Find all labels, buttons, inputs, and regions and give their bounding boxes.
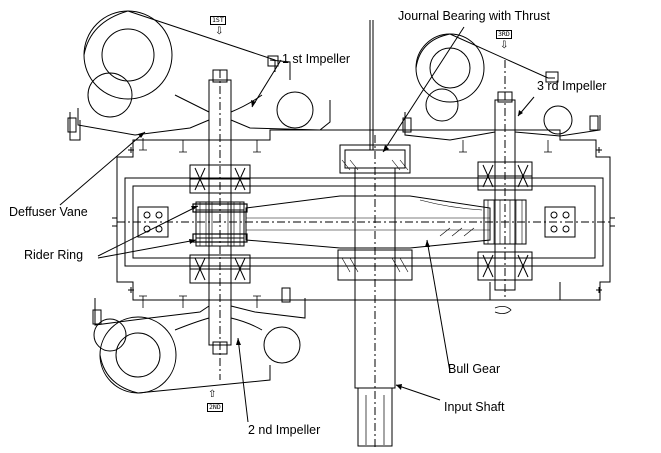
label-third-impeller: 3 rd Impeller	[537, 79, 607, 93]
gear-casing	[112, 129, 615, 314]
first-stage-tag: 1ST	[210, 16, 226, 25]
left-bolt-block	[137, 206, 169, 238]
second-stage-flow-arrow: ⇧	[208, 389, 217, 400]
first-stage-flow-arrow: ⇩	[215, 26, 224, 37]
leader-lines	[59, 26, 535, 423]
leader-bull-gear	[426, 239, 451, 373]
leader-input-shaft	[395, 384, 441, 401]
label-input-shaft: Input Shaft	[444, 400, 505, 414]
leader-arrowheads	[138, 100, 523, 390]
label-rider-ring: Rider Ring	[24, 248, 84, 262]
second-stage-volute	[92, 287, 306, 394]
fasteners	[139, 138, 552, 308]
label-diffuser-vane: Deffuser Vane	[9, 205, 88, 219]
leader-rider-ring-lower	[97, 239, 197, 259]
leader-rider-ring-upper	[97, 205, 199, 257]
first-stage-volute	[67, 10, 331, 141]
third-stage-volute	[402, 33, 601, 141]
leader-diffuser-vane	[59, 131, 146, 206]
third-stage-flow-arrow: ⇩	[500, 40, 509, 51]
second-stage-tag: 2ND	[207, 403, 223, 412]
label-second-impeller: 2 nd Impeller	[248, 423, 321, 437]
right-bolt-block	[544, 206, 576, 238]
pinion-shaft-right	[477, 60, 533, 300]
label-journal-bearing: Journal Bearing with Thrust	[398, 9, 550, 23]
left-flange	[69, 112, 81, 141]
leader-second-impeller	[237, 337, 249, 423]
label-first-impeller: 1 st Impeller	[282, 52, 351, 66]
label-bull-gear: Bull Gear	[448, 362, 501, 376]
third-stage-tag: 3RD	[496, 30, 512, 39]
pinion-shaft-left	[189, 69, 251, 380]
bull-gear-assembly	[245, 20, 491, 450]
leader-journal-bearing	[382, 26, 465, 153]
leader-first-impeller	[251, 59, 282, 108]
